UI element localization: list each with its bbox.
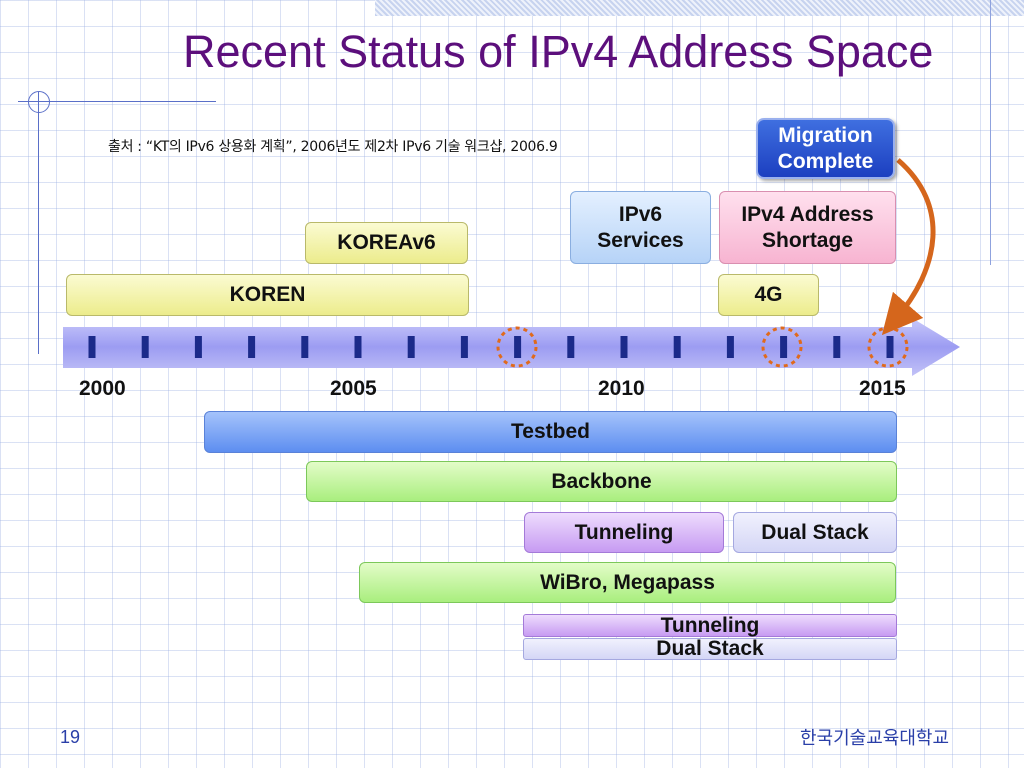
- top-decor-stripe: [375, 0, 1024, 16]
- year-label-2000: 2000: [79, 377, 126, 400]
- timeline-tick: [460, 336, 468, 358]
- wibro-megapass-bar: WiBro, Megapass: [359, 562, 896, 603]
- highlight-circle-2015: [867, 326, 909, 368]
- timeline-tick: [886, 336, 894, 358]
- ipv4-shortage-box: IPv4 Address Shortage: [719, 191, 896, 264]
- timeline-ticks: [88, 336, 894, 358]
- timeline-tick: [780, 336, 788, 358]
- footer-organization: 한국기술교육대학교: [800, 728, 950, 749]
- koreav6-box: KOREAv6: [305, 222, 468, 264]
- timeline-tick: [567, 336, 575, 358]
- page-number: 19: [60, 727, 81, 747]
- timeline-tick: [88, 336, 96, 358]
- timeline-tick: [301, 336, 309, 358]
- timeline-tick: [354, 336, 362, 358]
- ipv6-services-box: IPv6 Services: [570, 191, 711, 264]
- timeline-tick: [514, 336, 522, 358]
- timeline-tick: [141, 336, 149, 358]
- title-rule: [18, 101, 216, 102]
- dual-stack-thin-bar: Dual Stack: [523, 637, 897, 660]
- tunneling-thin-bar: Tunneling: [523, 614, 897, 637]
- koren-box: KOREN: [66, 274, 469, 316]
- testbed-bar: Testbed: [204, 411, 897, 453]
- backbone-bar: Backbone: [306, 461, 897, 502]
- year-label-2010: 2010: [598, 377, 645, 400]
- dual-stack-bar: Dual Stack: [733, 512, 897, 553]
- highlight-circle-2013: [761, 326, 803, 368]
- left-rule: [38, 92, 39, 354]
- timeline-tick: [726, 336, 734, 358]
- year-label-2005: 2005: [330, 377, 377, 400]
- migration-curved-arrow: [881, 158, 936, 336]
- rule-circle-ornament: [28, 91, 50, 113]
- timeline-tick: [248, 336, 256, 358]
- source-citation: 출처 : “KT의 IPv6 상용화 계획”, 2006년도 제2차 IPv6 …: [108, 139, 558, 155]
- timeline-arrow: [63, 318, 960, 376]
- timeline-tick: [833, 336, 841, 358]
- year-label-2015: 2015: [859, 377, 906, 400]
- migration-complete-box: Migration Complete: [756, 118, 895, 179]
- 4g-box: 4G: [718, 274, 819, 316]
- timeline-tick: [673, 336, 681, 358]
- highlight-circle-2008: [496, 326, 538, 368]
- timeline-tick: [194, 336, 202, 358]
- slide-title: Recent Status of IPv4 Address Space: [183, 26, 934, 77]
- tunneling-bar: Tunneling: [524, 512, 724, 553]
- timeline-tick: [407, 336, 415, 358]
- right-decor-line: [990, 0, 991, 265]
- timeline-tick: [620, 336, 628, 358]
